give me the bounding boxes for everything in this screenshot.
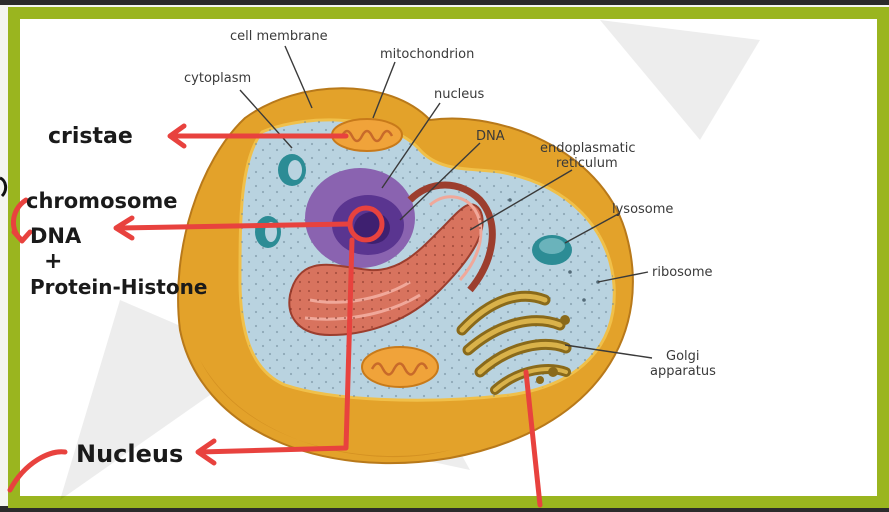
annotation-dna: DNA: [30, 224, 82, 248]
label-er-line2: reticulum: [556, 156, 618, 171]
lysosome-organelle: [532, 235, 572, 265]
label-nucleus: nucleus: [434, 87, 484, 102]
label-lysosome: lysosome: [612, 202, 673, 217]
top-border: [0, 0, 889, 5]
mitochondrion-bottom: [362, 347, 438, 387]
label-ribosome: ribosome: [652, 265, 713, 280]
annotation-chromosome: chromosome: [26, 189, 178, 213]
annotation-protein-histone: Protein-Histone: [30, 275, 207, 299]
vesicle-left-top: [278, 154, 306, 186]
label-golgi-line2: apparatus: [650, 364, 716, 379]
label-cytoplasm: cytoplasm: [184, 71, 251, 86]
nucleus-organelle: [305, 168, 415, 268]
label-dna: DNA: [476, 129, 505, 144]
annotation-plus: +: [44, 249, 62, 274]
label-golgi-line1: Golgi: [666, 349, 700, 364]
annotation-cristae: cristae: [48, 124, 133, 149]
label-cell-membrane: cell membrane: [230, 29, 328, 44]
label-er-line1: endoplasmatic: [540, 141, 636, 156]
annotation-nucleus: Nucleus: [76, 440, 183, 468]
vesicle-left-bottom: [255, 216, 281, 248]
label-mitochondrion: mitochondrion: [380, 47, 474, 62]
edge-mark: [0, 178, 6, 196]
